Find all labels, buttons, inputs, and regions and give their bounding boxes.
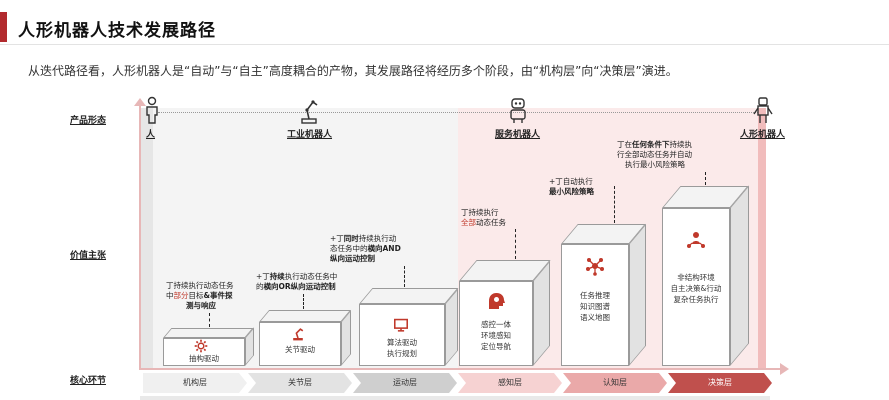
stage-3-box-top xyxy=(359,288,459,304)
bottom-strip xyxy=(140,396,770,400)
brain-head-icon xyxy=(489,293,505,309)
row-label-value: 价值主张 xyxy=(70,251,107,261)
robot-arm-icon xyxy=(293,328,304,341)
chevron-stage-5: 认知层 xyxy=(563,373,667,393)
annotation-stage-3: +丁同时持续执行动 态任务中的横向AND 纵向运动控制 xyxy=(330,234,401,263)
chevron-stage-1: 机构层 xyxy=(143,373,247,393)
network-icon xyxy=(586,258,604,276)
industrial-robot-icon xyxy=(301,100,318,124)
product-label-humanoid: 人形机器人 xyxy=(740,130,786,140)
chevron-stage-2: 关节层 xyxy=(248,373,352,393)
people-network-icon xyxy=(687,232,705,248)
product-dotted-line xyxy=(158,112,758,113)
subtitle: 从迭代路径看，人形机器人是“自动”与“自主”高度耦合的产物，其发展路径将经历多个… xyxy=(28,64,678,78)
stage-2-box-top xyxy=(259,310,352,322)
humanoid-robot-icon xyxy=(753,97,773,123)
humanoid-column-band xyxy=(758,108,766,368)
person-icon xyxy=(146,96,158,124)
page-title: 人形机器人技术发展路径 xyxy=(18,21,216,41)
title-divider xyxy=(0,44,889,45)
leader-line-4 xyxy=(515,229,516,259)
product-label-human: 人 xyxy=(146,130,156,140)
leader-line-3 xyxy=(404,266,405,287)
chevron-stage-3: 运动层 xyxy=(353,373,457,393)
row-label-product: 产品形态 xyxy=(70,116,107,126)
gear-icon xyxy=(194,339,208,353)
leader-line-2 xyxy=(303,294,304,309)
annotation-stage-6: 丁在任何条件下持续执 行全部动态任务并自动 执行最小风险策略 xyxy=(617,140,692,169)
monitor-icon xyxy=(394,318,408,332)
stage-6-box-side xyxy=(730,185,749,366)
stage-5-box-side xyxy=(629,223,646,366)
leader-line-5 xyxy=(614,186,615,223)
stage-1-box-top xyxy=(163,328,254,338)
stage-4-box-text: 感控一体 环境感知 定位导航 xyxy=(481,320,511,351)
leader-line-1 xyxy=(209,313,210,327)
product-label-industrial: 工业机器人 xyxy=(287,130,333,140)
annotation-stage-1: 丁持续执行动态任务 中部分目标&事件探 测与响应 xyxy=(166,281,234,310)
stage-6-box-text: 非结构环境 自主决策&行动 复杂任务执行 xyxy=(670,273,722,304)
stage-1-box-text: 抽构驱动 xyxy=(189,354,219,363)
chevron-stage-6: 决策层 xyxy=(668,373,772,393)
leader-line-6 xyxy=(705,172,706,185)
stage-axis xyxy=(139,363,789,375)
service-robot-icon xyxy=(510,98,526,123)
stage-2-box-text: 关节驱动 xyxy=(285,345,315,354)
title-accent-bar xyxy=(0,12,7,42)
product-label-service: 服务机器人 xyxy=(495,130,541,140)
annotation-stage-4: 丁持续执行 全部动态任务 xyxy=(461,208,506,227)
value-axis xyxy=(134,98,146,370)
stage-3-box-text: 算法驱动 执行规划 xyxy=(387,338,417,358)
chevron-stage-4: 感知层 xyxy=(458,373,562,393)
annotation-stage-2: +丁持续执行动态任务中 的横向OR纵向运动控制 xyxy=(256,272,338,291)
stage-5-box-text: 任务推理 知识图谱 语义地图 xyxy=(580,291,610,322)
row-label-core: 核心环节 xyxy=(70,376,107,386)
annotation-stage-5: +丁自动执行 最小风险策略 xyxy=(549,177,594,196)
stage-3-box xyxy=(359,304,445,366)
human-column-band xyxy=(141,108,153,368)
